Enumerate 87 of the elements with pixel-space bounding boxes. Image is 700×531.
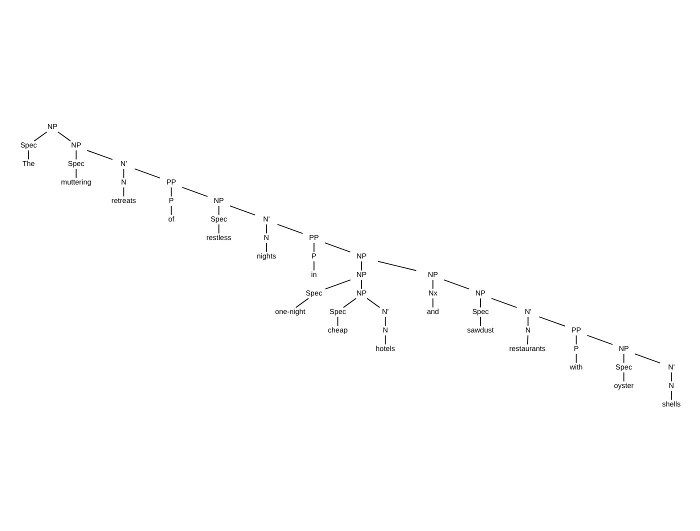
node-text: N: [525, 325, 531, 334]
connector: [432, 278, 434, 289]
node-text: Spec: [68, 158, 84, 168]
connector: [538, 316, 566, 326]
node-text: Spec: [306, 288, 322, 298]
node-text: nights: [256, 251, 276, 260]
connector: [634, 352, 661, 363]
node-text: muttering: [61, 177, 92, 186]
connector: [218, 223, 220, 234]
node-text: N': [120, 158, 128, 168]
node-text: NP: [71, 140, 82, 150]
node-text: The: [22, 158, 35, 168]
connector: [623, 352, 624, 363]
node-text: oyster: [614, 380, 634, 390]
connector: [57, 130, 71, 141]
node-text: cheap: [328, 325, 348, 334]
node-text: N: [264, 232, 270, 242]
connector: [277, 223, 304, 234]
connector: [76, 168, 77, 178]
node-text: P: [312, 251, 316, 260]
node-text: sawdust: [467, 325, 494, 334]
node-text: NP: [356, 270, 367, 279]
node-text: N': [668, 362, 675, 372]
connector: [343, 297, 356, 308]
connector: [218, 204, 220, 215]
node-text: in: [311, 270, 317, 279]
node-text: Spec: [20, 140, 37, 150]
node-text: shells: [662, 399, 681, 408]
node-text: one-night: [275, 306, 306, 316]
connector: [34, 130, 48, 141]
connector: [480, 297, 481, 308]
node-text: PP: [166, 177, 176, 186]
node-text: NP: [47, 122, 58, 131]
connector: [586, 334, 613, 344]
node-text: restaurants: [509, 344, 546, 353]
node-text: with: [570, 362, 583, 372]
node-text: PP: [309, 232, 319, 242]
connector: [295, 297, 309, 308]
connector: [670, 371, 672, 382]
node-text: N: [121, 177, 126, 186]
connector: [76, 149, 77, 160]
connector: [324, 278, 351, 289]
connector: [670, 390, 672, 400]
node-text: N': [524, 306, 532, 316]
connector: [444, 278, 470, 289]
node-text: NP: [214, 196, 224, 205]
connector: [266, 223, 267, 234]
connector: [266, 242, 267, 252]
connector: [491, 297, 518, 308]
node-text: P: [574, 344, 579, 353]
connector: [480, 316, 481, 326]
node-text: Nx: [428, 288, 438, 298]
connector: [324, 242, 351, 252]
connector: [384, 334, 386, 344]
connector: [366, 297, 380, 308]
connector: [623, 371, 624, 382]
node-text: P: [168, 196, 174, 205]
node-text: and: [426, 306, 439, 316]
node-text: PP: [571, 325, 582, 334]
node-text: N: [668, 380, 674, 390]
node-text: retreats: [111, 196, 136, 205]
node-text: NP: [356, 288, 367, 298]
connector: [432, 297, 434, 308]
node-text: Spec: [472, 306, 489, 316]
node-text: NP: [618, 344, 629, 353]
connector: [229, 204, 256, 215]
node-text: NP: [356, 251, 367, 260]
connector: [361, 260, 362, 270]
node-text: restless: [206, 232, 232, 242]
node-text: NP: [475, 288, 486, 298]
node-text: NP: [428, 270, 438, 279]
node-text: Spec: [330, 306, 346, 316]
node-text: N: [382, 325, 388, 334]
connector: [384, 316, 386, 326]
connector: [86, 149, 113, 160]
node-text: N': [382, 306, 389, 316]
node-text: hotels: [376, 344, 396, 353]
node-text: of: [168, 214, 174, 224]
connector: [182, 186, 208, 196]
node-text: Spec: [616, 362, 632, 372]
connector: [378, 260, 417, 270]
node-text: N': [263, 214, 270, 224]
node-text: Spec: [210, 214, 228, 224]
connector: [28, 149, 30, 160]
connector: [361, 278, 362, 289]
connector: [134, 168, 160, 178]
connector: [527, 334, 528, 344]
